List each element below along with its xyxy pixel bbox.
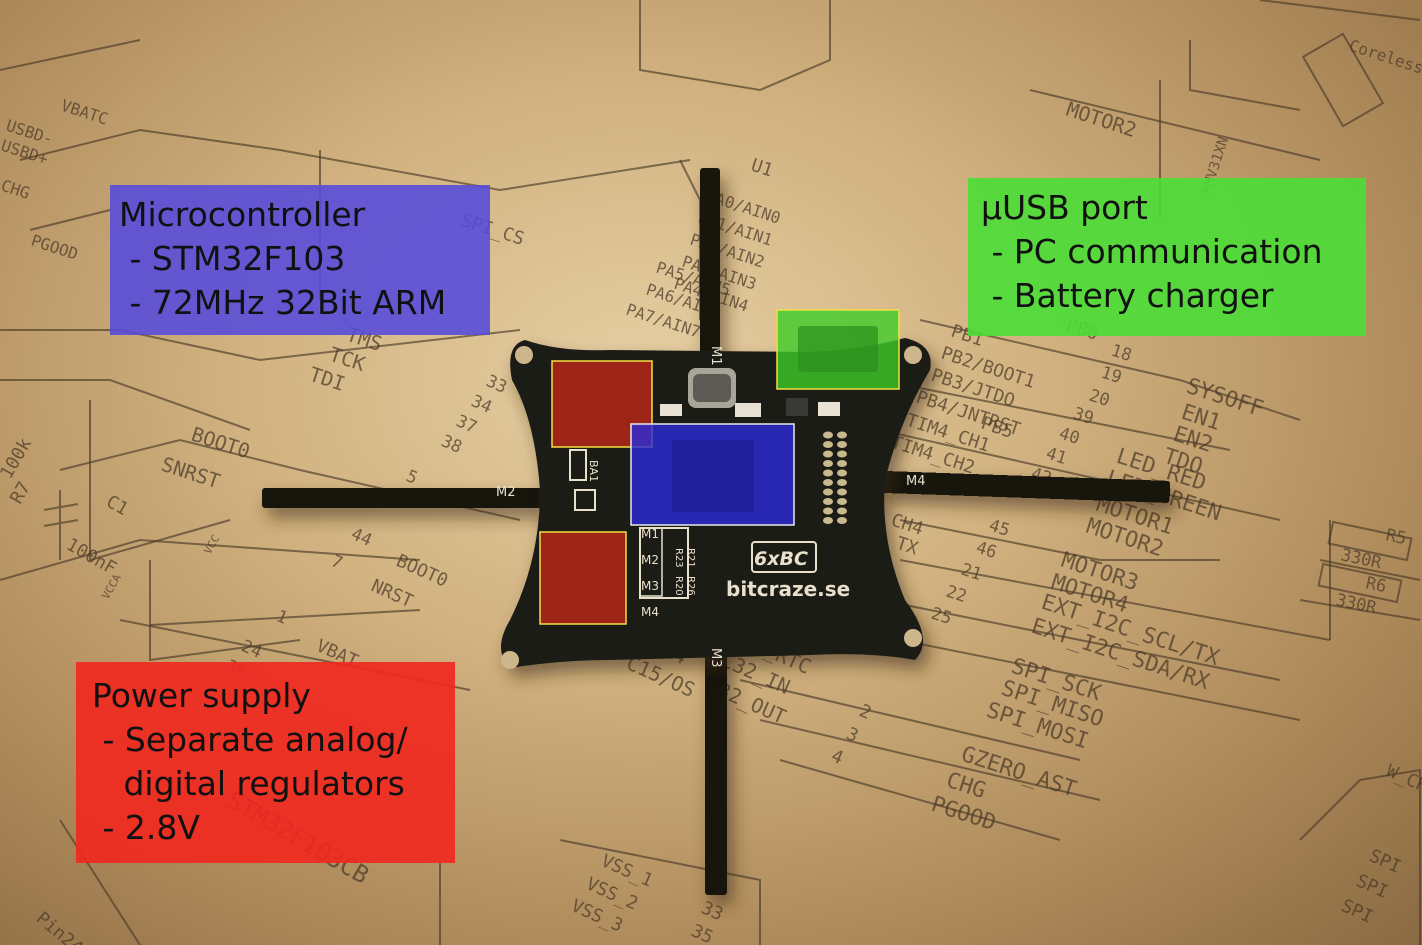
header-pad	[837, 479, 847, 486]
header-pad	[823, 469, 833, 477]
sch-passive: R6	[1364, 573, 1388, 597]
microcontroller-detail: - 72MHz 32Bit ARM	[119, 283, 447, 322]
usb-port-callout: µUSB port - PC communication - Battery c…	[968, 178, 1366, 336]
power-supply-title: Power supply	[92, 676, 311, 715]
pcb-comp-label: R20	[673, 576, 684, 596]
pcb-comp-label: M2	[641, 553, 659, 567]
power-supply-detail: - Separate analog/	[92, 720, 408, 759]
motor-label-m4: M4	[906, 474, 926, 489]
header-pad	[823, 479, 833, 486]
pcb-comp-label: R21	[685, 548, 696, 568]
header-pad	[823, 441, 833, 448]
microcontroller-title: Microcontroller	[119, 195, 366, 234]
header-pad	[823, 431, 833, 439]
header-pad	[837, 469, 847, 477]
header-pad	[837, 507, 847, 515]
sch-passive: R5	[1384, 525, 1408, 549]
header-pad	[823, 450, 833, 458]
pcb-comp-label: R26	[685, 576, 696, 596]
microcontroller-detail: - STM32F103	[119, 239, 346, 278]
power-supply-highlight	[539, 531, 627, 625]
header-pad	[823, 460, 833, 467]
highlight-regions	[539, 309, 900, 625]
pcb-comp-label: M3	[641, 579, 659, 593]
header-pad	[823, 517, 833, 524]
usb-port-title: µUSB port	[981, 188, 1148, 227]
power-supply-detail: - 2.8V	[92, 808, 200, 847]
pcb-comp-label: M1	[641, 527, 659, 541]
header-pad	[837, 488, 847, 496]
usb-port-detail: - Battery charger	[981, 276, 1274, 315]
pcb-url: bitcraze.se	[726, 577, 850, 601]
motor-label-m3: M3	[708, 648, 723, 668]
pcb-silkscreen: M1 M2 M3 M4 BA1 M1 M2 M3 M4 R21 R23 R26 …	[496, 346, 926, 668]
header-pad	[823, 498, 833, 505]
pcb-mounting-holes	[501, 346, 922, 669]
motor-label-m1: M1	[708, 346, 723, 366]
header-pad	[837, 498, 847, 505]
header-pad	[837, 441, 847, 448]
header-pad	[837, 517, 847, 524]
power-supply-callout: Power supply - Separate analog/ digital …	[76, 662, 455, 863]
header-pad	[823, 488, 833, 496]
usb-port-detail: - PC communication	[981, 232, 1323, 271]
microcontroller-callout: Microcontroller - STM32F103 - 72MHz 32Bi…	[110, 185, 490, 335]
power-supply-detail: digital regulators	[92, 764, 405, 803]
header-pad	[837, 450, 847, 458]
header-pad	[837, 460, 847, 467]
pcb-components	[569, 368, 840, 599]
pcb-comp-label: R23	[673, 548, 684, 568]
pcb-logo: 6xBC	[754, 548, 808, 570]
pcb-comp-label: BA1	[587, 460, 600, 482]
header-pad	[837, 431, 847, 439]
motor-label-m2: M2	[496, 485, 516, 500]
header-pad	[823, 507, 833, 515]
pcb-header-pads	[823, 431, 847, 524]
pcb-arms	[262, 168, 1171, 895]
pcb-comp-label: M4	[641, 605, 659, 619]
